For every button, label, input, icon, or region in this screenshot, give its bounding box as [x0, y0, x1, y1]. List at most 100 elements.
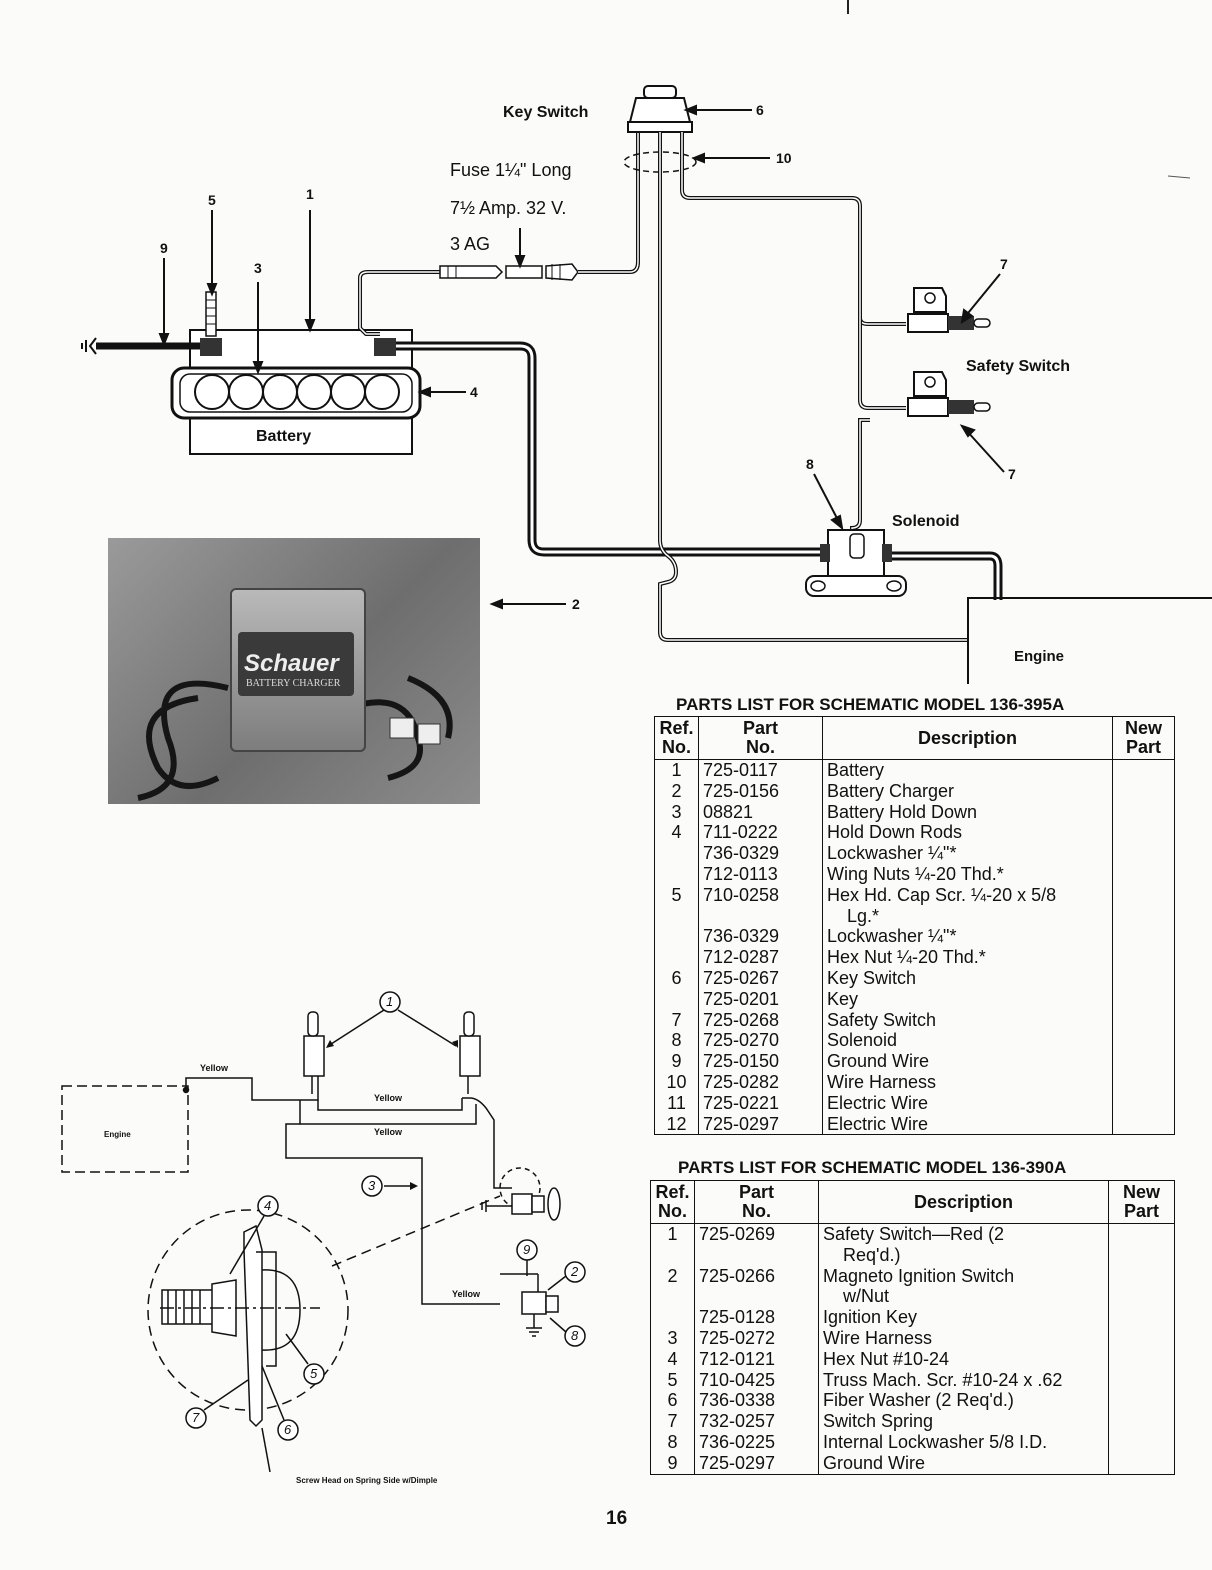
description: Wire Harness: [818, 1327, 1109, 1349]
callout-6: 6: [756, 102, 764, 118]
new-part-cell: [1108, 1223, 1175, 1266]
lower-callout-5: 5: [310, 1366, 318, 1381]
part-number: 725-0282: [698, 1071, 823, 1093]
description-text: Ignition Key: [823, 1307, 918, 1328]
ref-number: [654, 947, 699, 968]
part-number: 725-0269: [694, 1223, 819, 1266]
ref-number: 3: [650, 1327, 695, 1349]
new-part-cell: [1108, 1327, 1175, 1349]
new-part-cell: [1112, 1113, 1175, 1136]
ref-number: 6: [654, 967, 699, 989]
ref-number: 7: [654, 1009, 699, 1031]
ref-number: 9: [650, 1452, 695, 1475]
description: Battery: [822, 759, 1113, 781]
part-number: 712-0113: [698, 863, 823, 885]
part-number: 736-0225: [694, 1431, 819, 1453]
part-number: 711-0222: [698, 822, 823, 844]
callout-4: 4: [470, 384, 478, 400]
fuse-drawing: [439, 263, 579, 281]
wire-label-yellow-1: Yellow: [200, 1063, 229, 1073]
lower-callout-4: 4: [264, 1198, 272, 1213]
new-part-cell: [1112, 863, 1175, 885]
ref-number: 5: [654, 884, 699, 927]
callout-8: 8: [806, 456, 814, 472]
ref-number: 12: [654, 1113, 699, 1136]
new-part-cell: [1108, 1369, 1175, 1391]
description-text: Key: [827, 988, 859, 1009]
description-text: Safety Switch: [827, 1009, 937, 1030]
part-number: 710-0425: [694, 1369, 819, 1391]
description: Electric Wire: [822, 1092, 1113, 1114]
lower-callout-6: 6: [284, 1422, 292, 1437]
lower-diagram-caption: Screw Head on Spring Side w/Dimple: [296, 1476, 438, 1485]
description: Electric Wire: [822, 1113, 1113, 1136]
description-text: Hex Hd. Cap Scr. ¼-20 x 5/8: [827, 884, 1057, 905]
lower-engine-label: Engine: [104, 1130, 131, 1139]
description: Key: [822, 988, 1113, 1010]
part-number: 736-0329: [698, 926, 823, 948]
description-text: Hold Down Rods: [827, 822, 963, 843]
charger-body: Schauer BATTERY CHARGER: [230, 588, 366, 752]
new-part-cell: [1112, 822, 1175, 844]
callout-7-upper: 7: [1000, 256, 1008, 272]
battery-charger-photo: Schauer BATTERY CHARGER: [108, 538, 480, 804]
part-number: 736-0329: [698, 843, 823, 864]
description-continuation: w/Nut: [843, 1286, 890, 1307]
ref-number: 4: [654, 822, 699, 844]
new-part-cell: [1112, 1092, 1175, 1114]
part-number: 712-0287: [698, 947, 823, 968]
description-text: Wire Harness: [827, 1071, 937, 1092]
charger-cords: [137, 675, 453, 801]
new-part-cell: [1112, 780, 1175, 802]
new-part-cell: [1112, 759, 1175, 781]
lower-wiring-diagram: [61, 991, 586, 1473]
description-text: Lockwasher ¼"*: [827, 926, 957, 947]
description-text: Lockwasher ¼"*: [827, 843, 957, 864]
ref-number: 4: [650, 1348, 695, 1370]
charger-brand: Schauer: [244, 650, 339, 677]
header-ref: Ref.No.: [654, 716, 699, 760]
battery-drawing: [170, 291, 422, 455]
description-text: Internal Lockwasher 5/8 I.D.: [823, 1431, 1048, 1452]
battery-label: Battery: [256, 428, 312, 445]
callout-1: 1: [306, 186, 314, 202]
ref-number: 8: [654, 1030, 699, 1052]
description: Ground Wire: [822, 1051, 1113, 1072]
part-number: 725-0297: [694, 1452, 819, 1475]
new-part-cell: [1108, 1390, 1175, 1412]
fuse-spec-line-2: 7½ Amp. 32 V.: [450, 198, 567, 218]
parts-list-title-390a: PARTS LIST FOR SCHEMATIC MODEL 136-390A: [678, 1158, 1067, 1177]
description: Hold Down Rods: [822, 822, 1113, 844]
description: Truss Mach. Scr. #10-24 x .62: [818, 1369, 1109, 1391]
page-number: 16: [606, 1508, 628, 1529]
ref-number: [654, 926, 699, 948]
description: Fiber Washer (2 Req'd.): [818, 1390, 1109, 1412]
callout-7-lower: 7: [1008, 466, 1016, 482]
ref-number: 2: [654, 780, 699, 802]
header-description: Description: [818, 1180, 1109, 1224]
solenoid-label: Solenoid: [892, 513, 960, 530]
part-number: 08821: [698, 801, 823, 823]
new-part-cell: [1112, 1051, 1175, 1072]
part-number: 725-0221: [698, 1092, 823, 1114]
ref-number: [654, 863, 699, 885]
description-text: Truss Mach. Scr. #10-24 x .62: [823, 1369, 1063, 1390]
description-text: Hex Nut ¼-20 Thd.*: [827, 947, 986, 968]
